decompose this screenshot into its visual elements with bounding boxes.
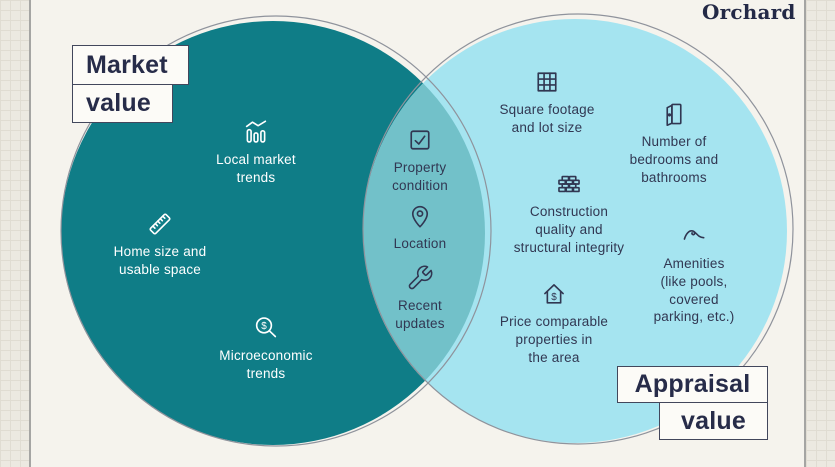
item-microeconomic-trends: Microeconomic trends bbox=[191, 314, 341, 383]
market-circle-outline bbox=[60, 15, 492, 447]
market-value-title-box-2: value bbox=[72, 84, 173, 123]
appraisal-title-line1: Appraisal bbox=[634, 370, 751, 398]
item-label: Square footage and lot size bbox=[499, 102, 595, 135]
appraisal-title-line2: value bbox=[681, 406, 746, 435]
item-local-market-trends: Local market trends bbox=[181, 118, 331, 187]
location-pin-icon bbox=[406, 202, 434, 230]
item-label: Number of bedrooms and bathrooms bbox=[629, 134, 719, 185]
right-grid-margin bbox=[804, 0, 835, 467]
item-label: Price comparable properties in the area bbox=[499, 314, 609, 365]
market-value-title-box-1: Market bbox=[72, 45, 189, 85]
item-price-comparable-properties: Price comparable properties in the area bbox=[474, 280, 634, 366]
brick-wall-icon bbox=[555, 170, 583, 198]
item-label: Construction quality and structural inte… bbox=[513, 204, 625, 255]
market-title-line1: Market bbox=[86, 50, 168, 79]
appraisal-value-title-box-2: value bbox=[659, 402, 768, 440]
orchard-logo: Orchard bbox=[702, 0, 796, 24]
item-home-size-usable-space: Home size and usable space bbox=[85, 210, 235, 279]
appraisal-circle-outline bbox=[362, 13, 794, 445]
item-label: Recent updates bbox=[395, 298, 445, 331]
item-label: Home size and usable space bbox=[113, 244, 207, 277]
item-label: Microeconomic trends bbox=[219, 348, 313, 381]
door-icon bbox=[660, 100, 688, 128]
item-amenities: Amenities (like pools, covered parking, … bbox=[624, 222, 764, 326]
item-square-footage-lot-size: Square footage and lot size bbox=[472, 68, 622, 137]
appraisal-circle bbox=[363, 19, 787, 443]
grid-icon bbox=[533, 68, 561, 96]
item-label: Property condition bbox=[392, 160, 448, 193]
left-grid-margin bbox=[0, 0, 31, 467]
item-bedrooms-bathrooms: Number of bedrooms and bathrooms bbox=[599, 100, 749, 186]
wave-icon bbox=[680, 222, 708, 250]
item-label: Location bbox=[393, 236, 447, 251]
item-location: Location bbox=[365, 202, 475, 253]
item-label: Local market trends bbox=[216, 152, 296, 185]
item-label: Amenities (like pools, covered parking, … bbox=[653, 256, 735, 325]
item-construction-quality: Construction quality and structural inte… bbox=[479, 170, 659, 256]
magnifier-dollar-icon bbox=[252, 314, 280, 342]
item-recent-updates: Recent updates bbox=[365, 264, 475, 333]
market-title-line2: value bbox=[86, 89, 151, 117]
checkbox-icon bbox=[406, 126, 434, 154]
wrench-icon bbox=[406, 264, 434, 292]
bar-chart-icon bbox=[242, 118, 270, 146]
item-property-condition: Property condition bbox=[360, 126, 480, 195]
ruler-icon bbox=[146, 210, 174, 238]
appraisal-value-title-box-1: Appraisal bbox=[617, 366, 768, 403]
house-dollar-icon bbox=[540, 280, 568, 308]
market-circle bbox=[61, 21, 485, 445]
